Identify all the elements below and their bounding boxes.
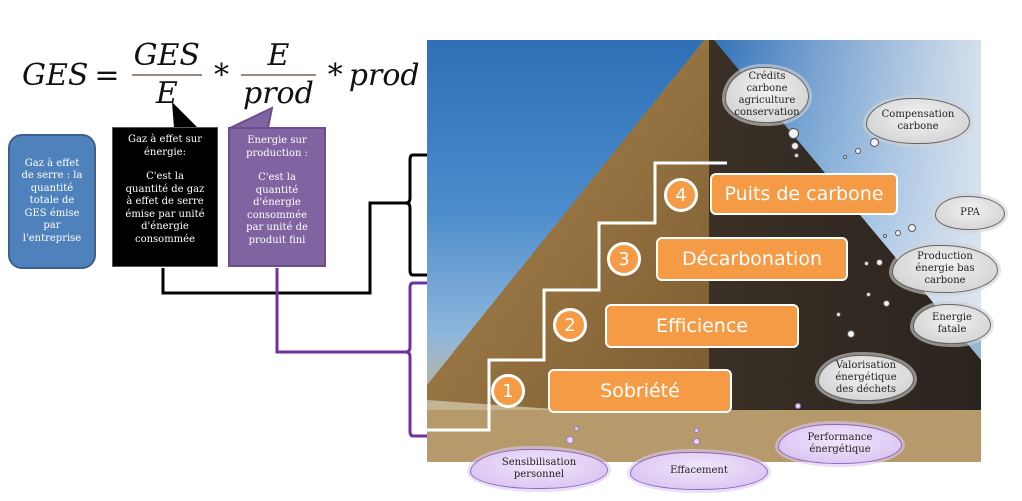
- formula-equals: =: [94, 57, 120, 93]
- ges-total-box: Gaz à effet de serre : la quantité total…: [8, 134, 96, 269]
- thought-dot: [694, 428, 699, 433]
- black-callout-tail: [172, 102, 198, 128]
- formula-lhs: GES: [22, 57, 89, 93]
- thought-dot: [693, 438, 700, 445]
- step-1-sobriete: Sobriété: [548, 369, 732, 413]
- step-4-puits-de-carbone: Puits de carbone: [710, 173, 898, 215]
- cloud-effacement: Effacement: [630, 452, 768, 490]
- ges-per-energy-box: Gaz à effet sur énergie: C'est la quanti…: [112, 127, 218, 267]
- cloud-ppa: PPA: [935, 196, 1005, 230]
- formula-prod: prod: [348, 57, 420, 93]
- thought-dot: [876, 259, 883, 266]
- thought-dot: [847, 330, 855, 338]
- step-3-decarbonation: Décarbonation: [656, 237, 848, 281]
- step-1-number: 1: [491, 374, 525, 408]
- fraction-numerator: GES: [133, 38, 200, 73]
- step-2-efficience: Efficience: [605, 304, 799, 348]
- fraction-denominator: prod: [242, 76, 314, 111]
- pyramid-lit-face: [427, 40, 709, 420]
- thought-dot: [883, 300, 890, 307]
- thought-dot: [788, 128, 799, 139]
- fraction-e-over-prod: E prod: [240, 38, 316, 112]
- thought-dot: [836, 312, 841, 317]
- purple-connector: [275, 268, 428, 438]
- staircase-line: [427, 161, 727, 432]
- ges-total-text: Gaz à effet de serre : la quantité total…: [21, 157, 83, 244]
- fraction-bar: [240, 74, 316, 76]
- step-4-number: 4: [664, 178, 698, 212]
- thought-dot: [791, 142, 799, 150]
- fraction-ges-over-e: GES E: [131, 38, 202, 112]
- ges-formula: GES = GES E * E prod * prod: [22, 38, 420, 112]
- step-3-number: 3: [607, 242, 641, 276]
- fraction-numerator: E: [267, 38, 290, 73]
- thought-dot: [895, 230, 901, 236]
- thought-dot: [794, 153, 799, 158]
- fraction-bar: [131, 74, 202, 76]
- thought-dot: [574, 426, 579, 431]
- black-connector: [161, 153, 428, 295]
- thought-dot: [566, 436, 574, 444]
- thought-dot: [795, 403, 801, 409]
- thought-dot: [843, 155, 847, 159]
- thought-dot: [883, 234, 887, 238]
- thought-dot: [866, 292, 871, 297]
- energy-per-production-box: Energie sur production : C'est la quanti…: [228, 127, 326, 267]
- thought-dot: [870, 138, 879, 147]
- formula-times: *: [213, 57, 229, 93]
- thought-dot: [864, 261, 869, 266]
- thought-dot: [855, 148, 861, 154]
- step-2-number: 2: [553, 308, 587, 342]
- thought-dot: [908, 224, 916, 232]
- formula-times: *: [327, 57, 343, 93]
